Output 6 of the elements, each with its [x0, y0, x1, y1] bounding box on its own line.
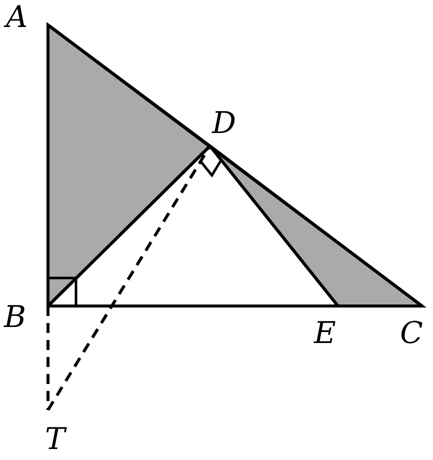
point-label: D [212, 108, 236, 140]
point-label: T [45, 424, 66, 456]
point-label: A [6, 2, 28, 34]
point-label: E [314, 318, 336, 350]
point-label: B [4, 302, 26, 334]
point-label: C [400, 318, 423, 350]
